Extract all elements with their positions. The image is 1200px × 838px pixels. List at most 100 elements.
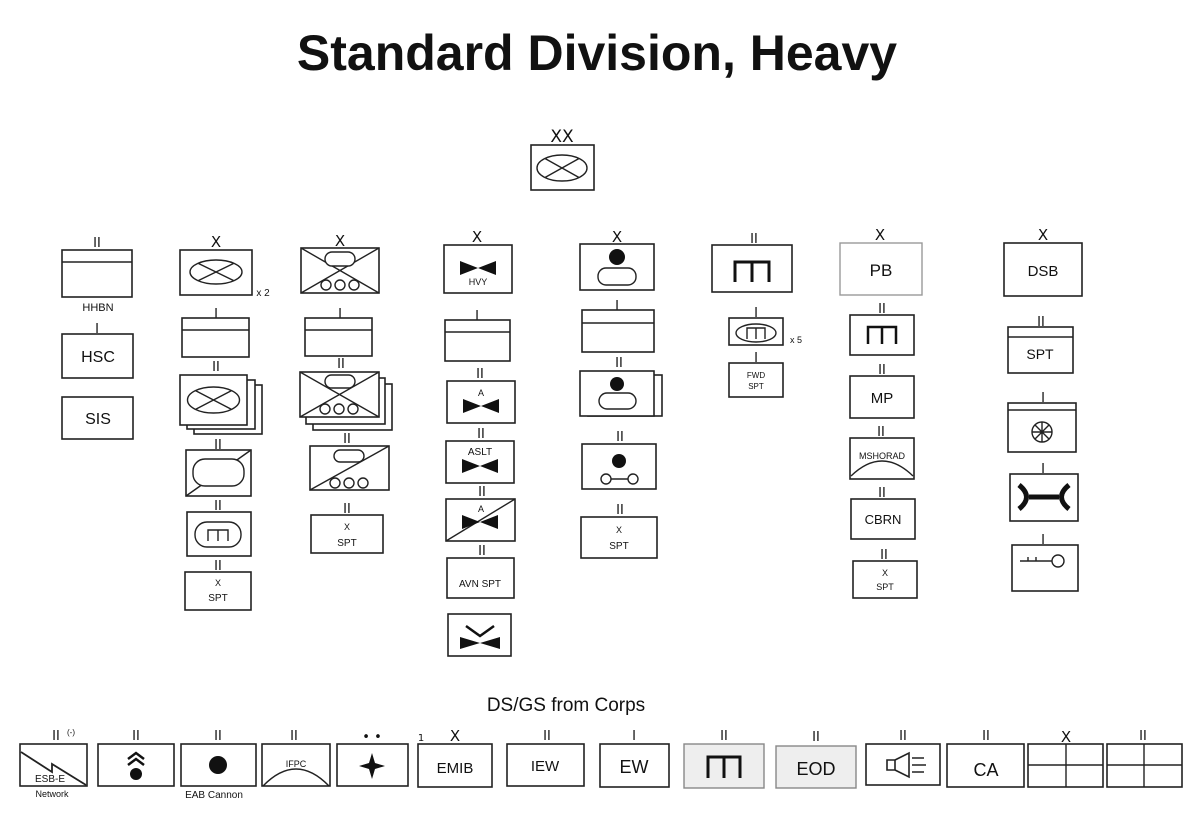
echelon-mark: II [615, 356, 623, 371]
unit-frame [775, 745, 857, 789]
attack-bn-frame [446, 380, 516, 424]
echelon-mark: II [543, 729, 551, 744]
recon-modifier: A [478, 504, 484, 514]
hq-company-frame [444, 319, 511, 362]
armor-icon [189, 259, 243, 285]
wheel-icon [329, 477, 341, 489]
corps-unit-grid-brigade: X [1027, 728, 1104, 788]
echelon-mark: II [878, 363, 886, 378]
unit-label: EW [620, 757, 649, 777]
echelon-mark: II [214, 438, 222, 453]
unit-frame [261, 743, 331, 787]
corps-unit-emib: 1 X EMIB [417, 727, 493, 788]
maintenance-icon [1017, 483, 1071, 511]
echelon-mark: II [1037, 315, 1045, 330]
mp-label: MP [871, 390, 894, 407]
echelon-mark: I [754, 306, 758, 321]
page-title: Standard Division, Heavy [297, 25, 897, 81]
hsc-label: HSC [81, 349, 115, 366]
corps-unit-esb-e: II (-) ESB-E Network [19, 728, 88, 799]
fwd-support-sublabel: SPT [748, 382, 764, 391]
echelon-mark: I [615, 299, 619, 314]
echelon-mark: II [214, 729, 222, 744]
infantry-cross-icon [299, 371, 380, 418]
echelon-mark: II [214, 559, 222, 574]
engineer-icon [706, 755, 742, 778]
engineer-icon [746, 327, 766, 339]
track-icon [194, 521, 242, 548]
track-icon [192, 458, 245, 487]
fwd-support-frame [728, 362, 784, 398]
support-echelon-text: X [882, 568, 888, 578]
echelon-mark: II [750, 232, 758, 247]
infantry-cross-icon [197, 262, 235, 282]
echelon-mark: II [477, 427, 485, 442]
unit-label: IEW [531, 758, 560, 775]
echelon-mark: II [616, 503, 624, 518]
corps-unit-ew: I EW [599, 729, 670, 788]
support-label: SPT [609, 541, 628, 552]
sis-frame [61, 396, 134, 440]
echelon-mark: II [343, 502, 351, 517]
avn-support-frame [446, 557, 515, 599]
brigade-frame [1003, 242, 1083, 297]
echelon-mark: II [93, 236, 101, 251]
rotary-wing-icon [460, 261, 496, 275]
unit-label: ESB-E [35, 774, 65, 785]
unit-label: EOD [796, 759, 835, 779]
division-hq: XX [530, 127, 595, 191]
corps-unit-eod: II EOD [775, 730, 857, 789]
assault-bn-frame [445, 440, 515, 484]
unit-frame [506, 743, 585, 787]
corps-unit-psyop: II [865, 729, 941, 786]
echelon-prefix: 1 [418, 733, 424, 744]
aviation-brigade: X HVY I II A II ASLT II A II AVN SPT [443, 228, 516, 657]
support-label: SPT [1026, 346, 1054, 362]
echelon-mark: I [475, 309, 479, 324]
hhbn-frame [61, 249, 133, 298]
echelon-mark: X [1061, 728, 1071, 746]
engineer-bn-frame [849, 314, 915, 356]
unit-label: EMIB [437, 760, 474, 777]
echelon-mark: II [878, 486, 886, 501]
echelon-mark: I [1041, 533, 1045, 548]
infantry-cross-icon [300, 247, 380, 294]
support-echelon-text: X [616, 525, 622, 535]
artillery-dot-icon [209, 756, 227, 774]
air-defense-arc-icon [262, 768, 330, 787]
echelon-mark: II [337, 357, 345, 372]
echelon-mark: II [343, 432, 351, 447]
wheel-icon [347, 403, 359, 415]
wheel-icon [334, 279, 346, 291]
echelon-mark: X [335, 232, 345, 250]
echelon-mark: II [880, 548, 888, 563]
echelon-mark: I [632, 729, 636, 744]
grid-icon [1107, 744, 1182, 787]
echelon-mark: II [899, 729, 907, 744]
reduced-modifier: (-) [67, 728, 75, 737]
sustainment-brigade: X DSB II SPT I I I [1003, 226, 1083, 592]
unit-caption: EAB Cannon [185, 790, 243, 801]
track-icon [598, 392, 637, 410]
rotary-wing-icon [462, 515, 498, 529]
corps-support-heading: DS/GS from Corps [487, 695, 645, 716]
attack-modifier: A [478, 388, 484, 398]
engineer-battalion: II I x 5 I FWD SPT [711, 232, 802, 398]
unit-frame [946, 743, 1025, 788]
echelon-mark: II [877, 425, 885, 440]
echelon-mark: X [211, 233, 221, 251]
engineer-icon [733, 260, 771, 282]
hq-company-frame [181, 317, 250, 358]
corps-unit-engineer: II [683, 729, 765, 789]
corps-support-row: II (-) ESB-E Network II II EAB Cannon II… [19, 727, 1183, 801]
hsc-frame [61, 333, 134, 379]
engineer-icon [866, 325, 898, 344]
infantry-cross-icon [544, 157, 580, 179]
corps-unit-rocket-artillery: II [97, 729, 175, 787]
support-bn-frame [184, 571, 252, 611]
chevron-icon [465, 624, 495, 638]
brigade-frame [179, 249, 253, 296]
brigade-label: PB [870, 261, 893, 280]
echelon-mark: I [754, 351, 758, 366]
support-bn-frame [310, 514, 384, 554]
